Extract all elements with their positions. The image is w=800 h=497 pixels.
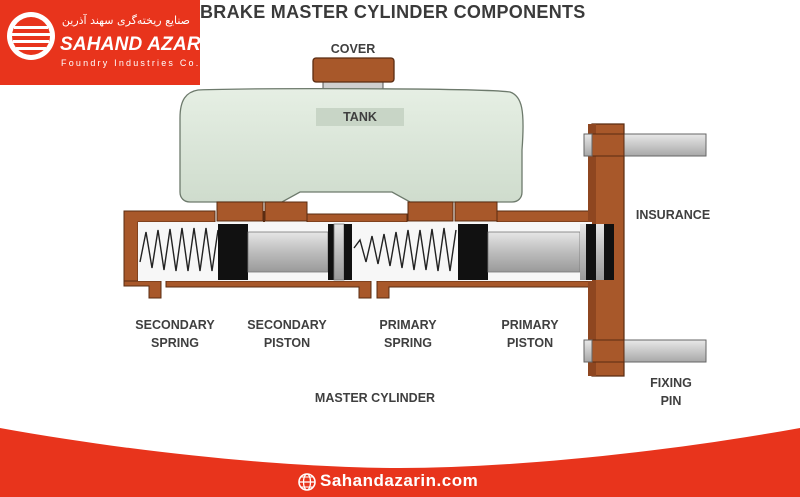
label-secondary-spring-line2: SPRING [151, 336, 199, 350]
label-cover: COVER [330, 42, 376, 56]
label-primary-piston-line1: PRIMARY [501, 318, 559, 332]
label-fixing-pin-line1: FIXING [650, 376, 692, 390]
primary-spring [353, 227, 457, 272]
secondary-piston [218, 223, 352, 281]
label-secondary-piston: SECONDARY PISTON [240, 316, 334, 352]
housing-bottom [123, 280, 162, 299]
brand-name-fa: صنایع ریخته‌گری سهند آذرین [61, 14, 190, 27]
label-secondary-spring-line1: SECONDARY [135, 318, 215, 332]
footer-wave [0, 428, 800, 497]
label-secondary-piston-line2: PISTON [263, 336, 311, 350]
label-fixing-pin: FIXING PIN [626, 374, 716, 410]
header-banner [0, 0, 200, 85]
label-fixing-pin-line2: PIN [660, 394, 682, 408]
label-primary-spring-line1: PRIMARY [379, 318, 437, 332]
label-primary-spring: PRIMARY SPRING [366, 316, 450, 352]
label-secondary-piston-line1: SECONDARY [247, 318, 327, 332]
website-link[interactable]: Sahandazarin.com [320, 471, 479, 490]
logo-emblem-icon [7, 12, 55, 60]
label-primary-spring-line2: SPRING [384, 336, 432, 350]
tank-label-band [316, 108, 404, 126]
tank [179, 88, 524, 203]
globe-icon [298, 473, 316, 491]
label-secondary-spring: SECONDARY SPRING [128, 316, 222, 352]
label-primary-piston-line2: PISTON [506, 336, 554, 350]
label-primary-piston: PRIMARY PISTON [488, 316, 572, 352]
label-master-cylinder: MASTER CYLINDER [314, 391, 436, 405]
brand-name-en: SAHAND AZARIN [60, 34, 221, 55]
brand-subtitle: Foundry Industries Co. [61, 58, 201, 68]
secondary-spring [139, 227, 219, 272]
page-title: BRAKE MASTER CYLINDER COMPONENTS [200, 2, 586, 22]
primary-piston [458, 224, 614, 280]
label-insurance: INSURANCE [635, 208, 711, 222]
label-tank: TANK [343, 110, 377, 124]
